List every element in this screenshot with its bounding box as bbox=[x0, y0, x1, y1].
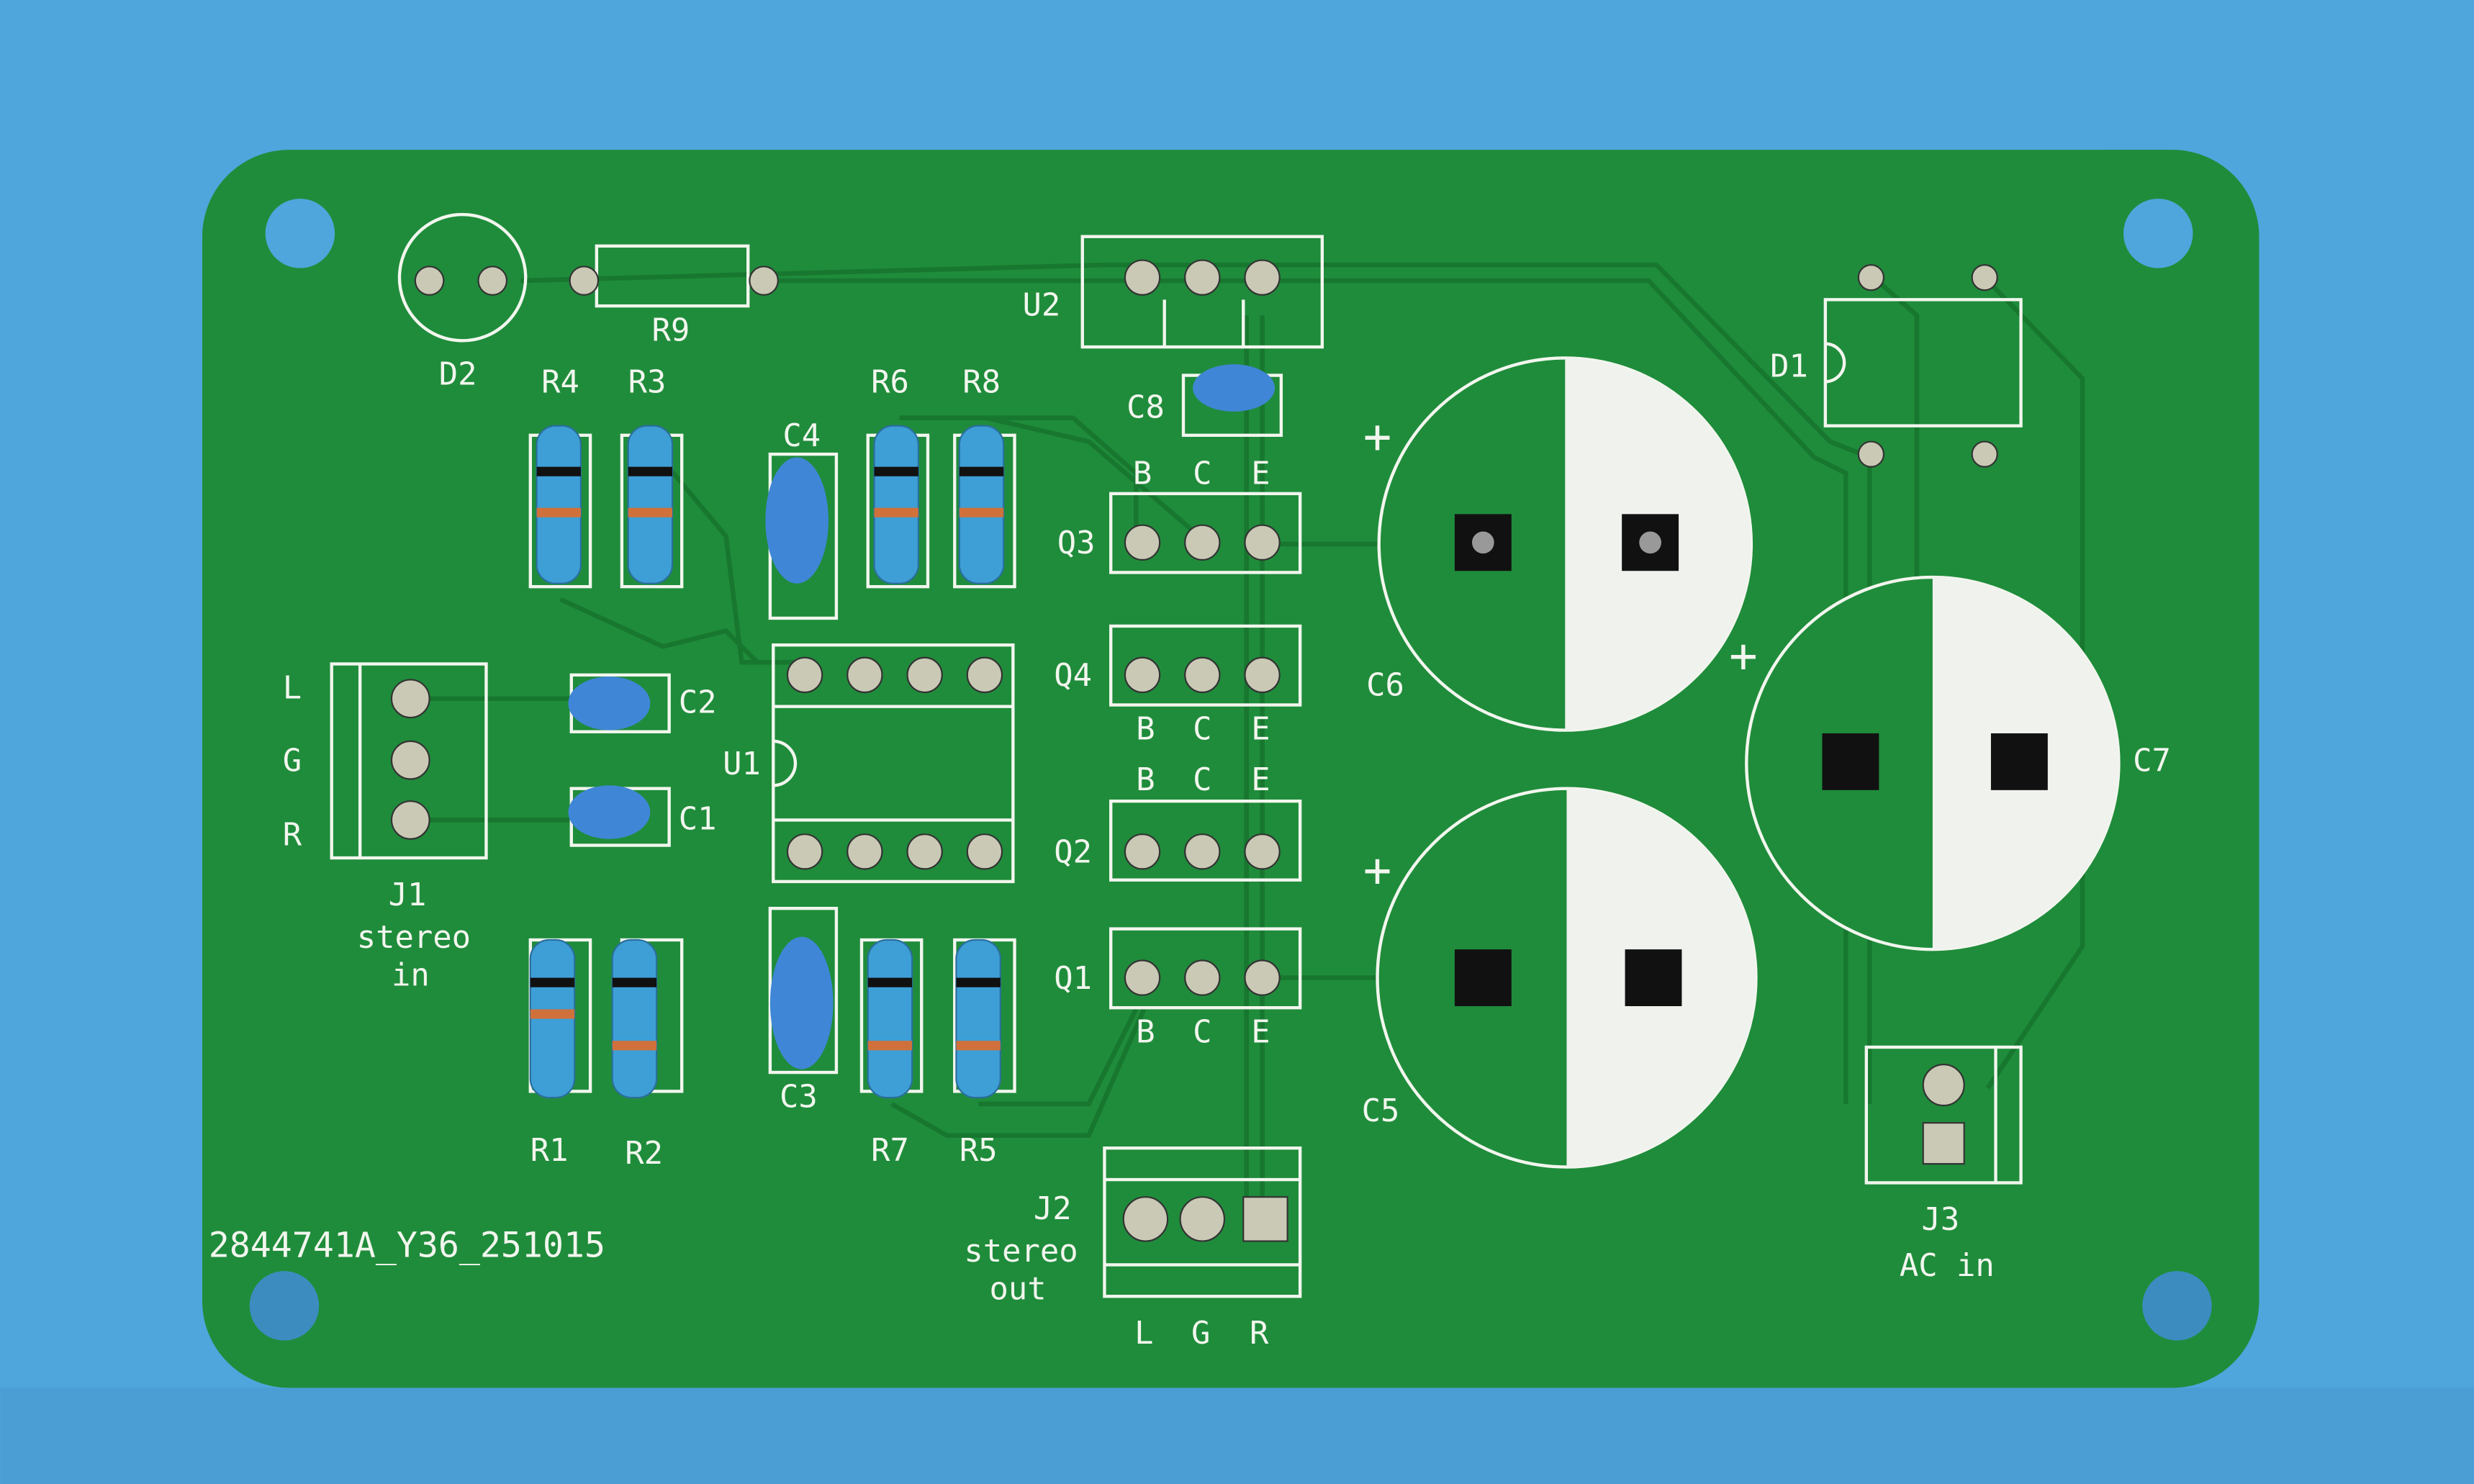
label-c3: C3 bbox=[780, 1078, 818, 1115]
label-b: B bbox=[1136, 761, 1155, 798]
label-c: C bbox=[1193, 1013, 1211, 1050]
label-c1: C1 bbox=[679, 801, 717, 838]
board-serial: 2844741A_Y36_251015 bbox=[209, 1225, 605, 1265]
label-e: E bbox=[1251, 1013, 1270, 1050]
label-c6: C6 bbox=[1366, 666, 1404, 703]
resistors bbox=[529, 425, 1005, 1099]
label-c: C bbox=[1193, 761, 1211, 798]
label-r2: R2 bbox=[625, 1135, 663, 1172]
label-j1-desc2: in bbox=[392, 957, 430, 994]
label-r: R bbox=[1250, 1315, 1269, 1352]
label-e: E bbox=[1251, 711, 1270, 748]
capacitor-c6 bbox=[1377, 356, 1753, 732]
electrolytic-capacitors bbox=[1376, 356, 2121, 1169]
label-r5: R5 bbox=[960, 1132, 998, 1169]
label-plus-c6: + bbox=[1363, 409, 1392, 464]
label-d1: D1 bbox=[1770, 348, 1808, 385]
label-c2: C2 bbox=[679, 684, 717, 720]
label-r7: R7 bbox=[871, 1132, 909, 1169]
label-l: L bbox=[283, 670, 302, 707]
label-b: B bbox=[1136, 711, 1155, 748]
label-r: R bbox=[283, 817, 302, 854]
label-q1: Q1 bbox=[1054, 960, 1092, 997]
label-plus-c5: + bbox=[1363, 843, 1392, 898]
label-r9: R9 bbox=[652, 312, 690, 348]
label-r4: R4 bbox=[541, 364, 579, 401]
label-j3-desc: AC in bbox=[1900, 1247, 1995, 1284]
label-u1: U1 bbox=[723, 746, 761, 782]
label-c7: C7 bbox=[2133, 743, 2171, 779]
label-e: E bbox=[1251, 456, 1270, 492]
table-edge bbox=[0, 1388, 2474, 1484]
label-q4: Q4 bbox=[1054, 657, 1092, 694]
label-r8: R8 bbox=[962, 364, 1001, 401]
ceramic-capacitors bbox=[568, 364, 1276, 1069]
label-q3: Q3 bbox=[1057, 525, 1096, 561]
capacitor-c5 bbox=[1376, 787, 1758, 1169]
pads bbox=[390, 259, 1998, 1242]
label-c4: C4 bbox=[782, 417, 821, 454]
label-d2: D2 bbox=[439, 356, 477, 393]
capacitor-c7 bbox=[1745, 575, 2121, 951]
label-r1: R1 bbox=[531, 1132, 569, 1169]
label-plus-c7: + bbox=[1729, 628, 1758, 683]
label-g: G bbox=[1191, 1315, 1210, 1352]
label-c: C bbox=[1193, 456, 1211, 492]
label-b: B bbox=[1136, 1013, 1155, 1050]
label-u2: U2 bbox=[1022, 286, 1060, 323]
label-l: L bbox=[1134, 1315, 1153, 1352]
label-j2: J2 bbox=[1034, 1190, 1072, 1227]
label-e: E bbox=[1251, 761, 1270, 798]
label-r3: R3 bbox=[628, 364, 667, 401]
pcb bbox=[202, 150, 2259, 1388]
label-r6: R6 bbox=[871, 364, 909, 401]
label-c5: C5 bbox=[1362, 1092, 1400, 1129]
label-g: G bbox=[283, 743, 302, 779]
silkscreen-labels: D2 R9 U2 R4 R3 R6 R8 C4 C8 B C E Q3 Q4 B… bbox=[209, 286, 2171, 1352]
label-c8: C8 bbox=[1127, 389, 1165, 426]
label-j1: J1 bbox=[389, 877, 427, 913]
mounting-holes bbox=[249, 199, 2212, 1341]
label-c: C bbox=[1193, 711, 1211, 748]
label-j2-desc2: out bbox=[989, 1271, 1046, 1308]
label-b: B bbox=[1133, 456, 1152, 492]
label-j1-desc1: stereo bbox=[357, 919, 471, 956]
label-q2: Q2 bbox=[1054, 834, 1092, 871]
label-j3: J3 bbox=[1922, 1201, 1960, 1238]
label-j2-desc1: stereo bbox=[964, 1233, 1078, 1270]
